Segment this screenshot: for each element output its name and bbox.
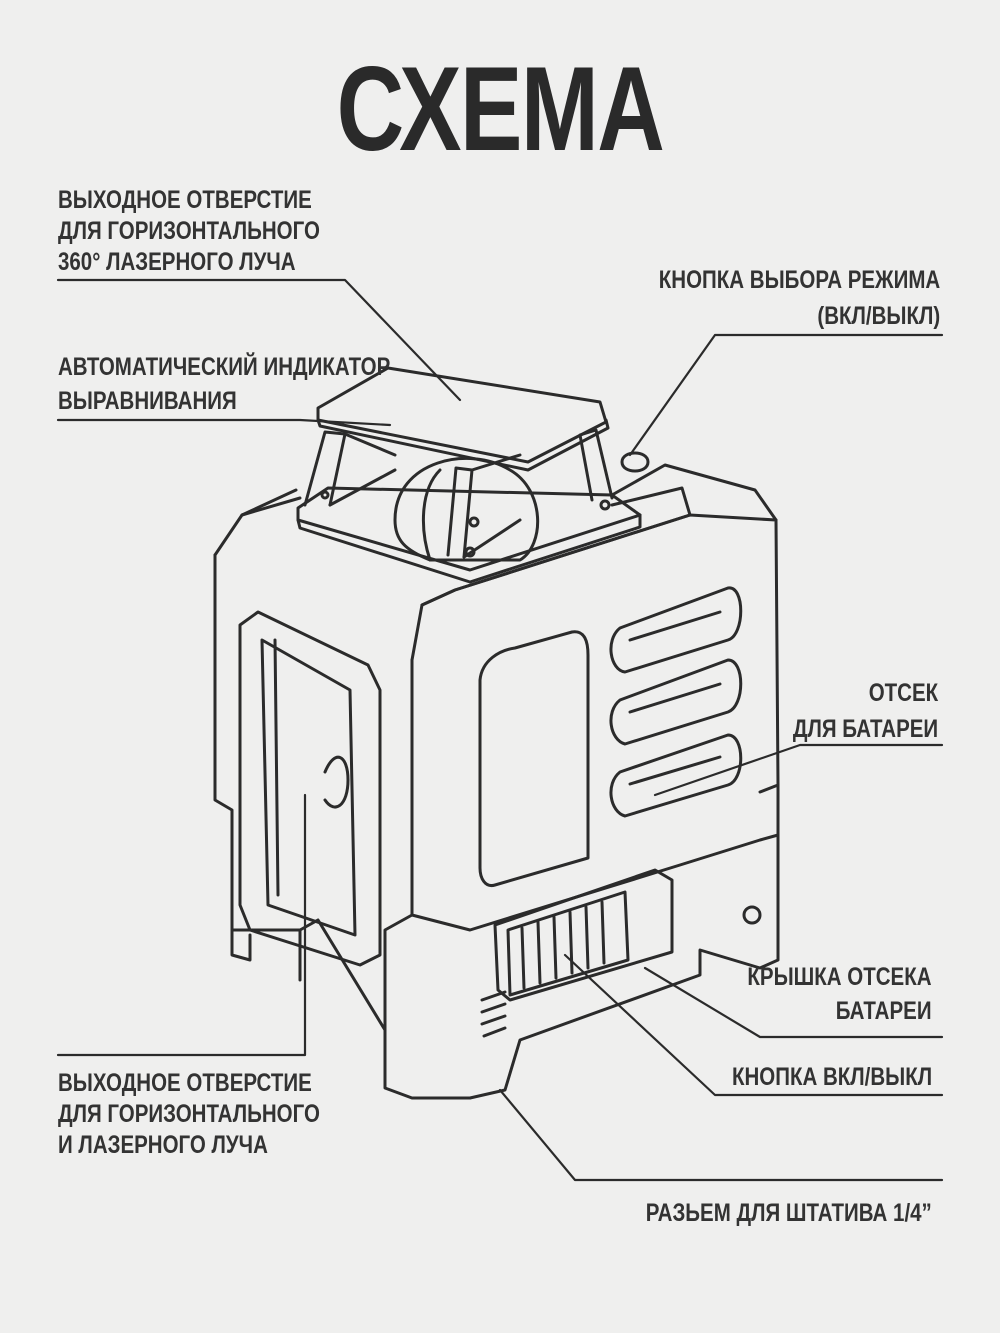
label-line: ДЛЯ ГОРИЗОНТАЛЬНОГО [58, 1100, 320, 1128]
page-title: СХЕМА [336, 42, 665, 176]
label-line: КРЫШКА ОТСЕКА [747, 963, 932, 991]
vent-slot-1 [609, 586, 743, 674]
label-line: (ВКЛ/ВЫКЛ) [817, 302, 940, 330]
vent-slot-3 [609, 733, 743, 818]
label-line: КНОПКА ВЫБОРА РЕЖИМА [658, 266, 940, 294]
laser-head [296, 366, 650, 584]
label-line: И ЛАЗЕРНОГО ЛУЧА [58, 1131, 268, 1159]
leader-auto-level [56, 418, 392, 427]
device-body [213, 463, 780, 1100]
mode-button-shape [620, 451, 650, 473]
leader-horizontal-outlet [56, 793, 307, 1057]
leader-power-button [563, 953, 944, 1097]
vent-slot-2 [609, 658, 743, 746]
leader-tripod [498, 1088, 944, 1182]
label-line: БАТАРЕИ [836, 997, 932, 1025]
side-outlet-circle [323, 755, 350, 809]
label-line: КНОПКА ВКЛ/ВЫКЛ [731, 1063, 932, 1091]
head-post-right [578, 428, 614, 502]
label-line: 360° ЛАЗЕРНОГО ЛУЧА [58, 248, 296, 276]
grip-lines [480, 990, 507, 1038]
label-line: ОТСЕК [868, 679, 938, 707]
leader-lines [56, 278, 944, 1182]
label-tripod-mount: РАЗЬЕМ ДЛЯ ШТАТИВА 1/4” [646, 1198, 932, 1229]
body-left-panel-inner [260, 638, 357, 937]
leader-battery-compartment [653, 743, 944, 797]
label-line: ВЫХОДНОЕ ОТВЕРСТИЕ [58, 186, 312, 214]
leader-horizontal-360 [56, 278, 462, 402]
leader-mode-button [628, 333, 944, 457]
label-line: ДЛЯ БАТАРЕИ [792, 715, 938, 743]
front-window [478, 630, 590, 888]
label-battery-cover: КРЫШКА ОТСЕКА БАТАРЕИ [748, 960, 932, 1028]
label-line: АВТОМАТИЧЕСКИЙ ИНДИКАТОР [58, 353, 391, 381]
lens-screw [468, 516, 480, 528]
battery-grip [506, 890, 630, 997]
label-horizontal-360-outlet: ВЫХОДНОЕ ОТВЕРСТИЕ ДЛЯ ГОРИЗОНТАЛЬНОГО 3… [58, 185, 320, 278]
head-post-center [446, 466, 474, 559]
leader-battery-cover [643, 966, 944, 1039]
lens-dome [393, 456, 540, 562]
label-line: РАЗЬЕМ ДЛЯ ШТАТИВА 1/4” [645, 1199, 932, 1227]
body-left-face [213, 553, 472, 1100]
label-line: ДЛЯ ГОРИЗОНТАЛЬНОГО [58, 217, 320, 245]
label-mode-button: КНОПКА ВЫБОРА РЕЖИМА (ВКЛ/ВЫКЛ) [659, 262, 940, 334]
label-auto-level-indicator: АВТОМАТИЧЕСКИЙ ИНДИКАТОР ВЫРАВНИВАНИЯ [58, 350, 390, 418]
label-power-button: КНОПКА ВКЛ/ВЫКЛ [732, 1062, 932, 1093]
indicator-dot [742, 905, 762, 925]
body-left-panel-outer [238, 610, 382, 967]
body-lower-left-edge [383, 913, 414, 1032]
label-battery-compartment: ОТСЕК ДЛЯ БАТАРЕИ [793, 675, 938, 747]
battery-cover-shape [493, 868, 674, 1002]
label-horizontal-outlet: ВЫХОДНОЕ ОТВЕРСТИЕ ДЛЯ ГОРИЗОНТАЛЬНОГО И… [58, 1068, 320, 1161]
head-post-left [303, 430, 347, 507]
label-line: ВЫХОДНОЕ ОТВЕРСТИЕ [58, 1069, 312, 1097]
label-line: ВЫРАВНИВАНИЯ [58, 387, 237, 415]
